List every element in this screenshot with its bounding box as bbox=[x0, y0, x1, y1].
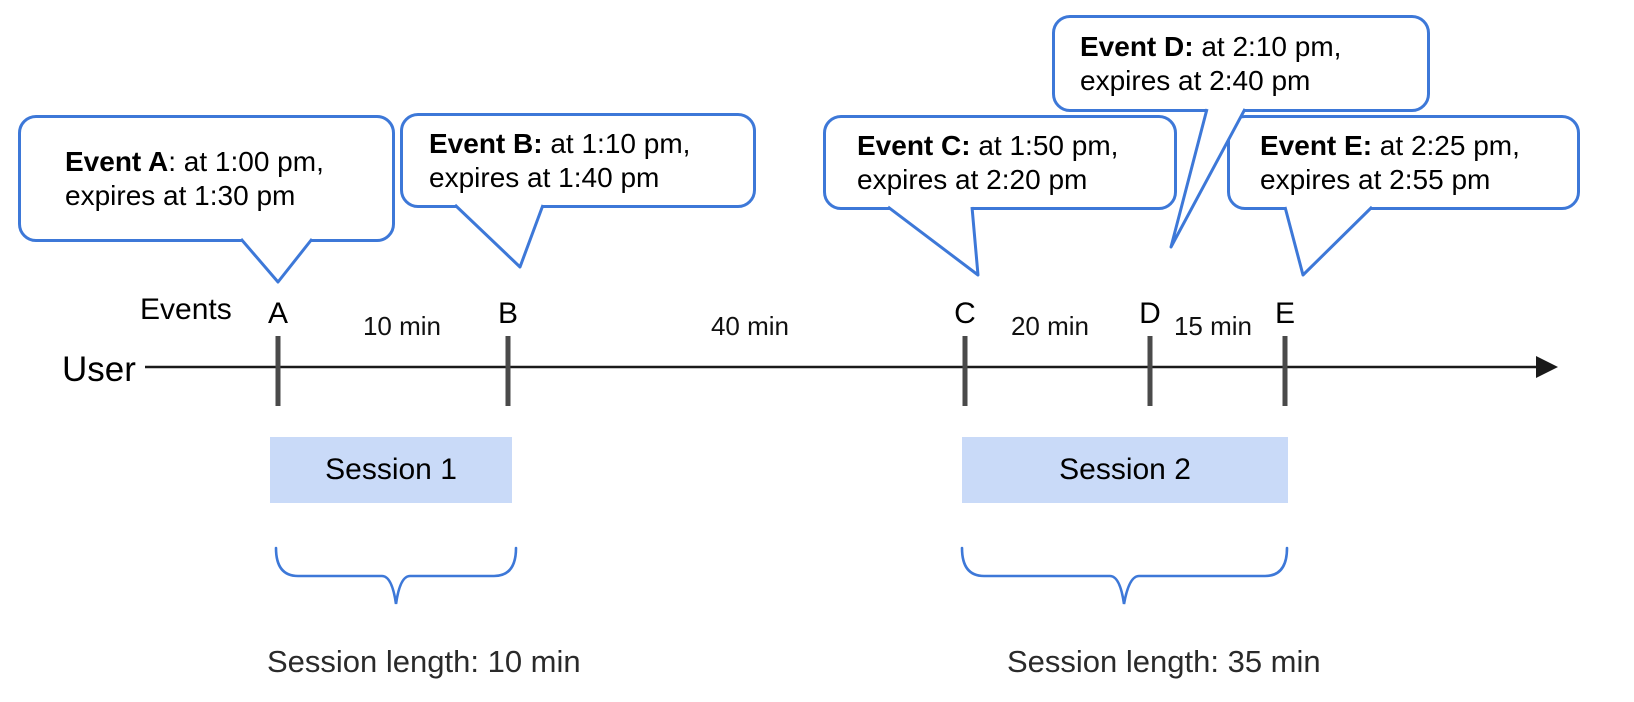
interval-label-d-e: 15 min bbox=[1173, 311, 1253, 341]
session-1-box: Session 1 bbox=[270, 437, 512, 503]
event-c-callout-tail bbox=[887, 205, 980, 277]
tick-event-e bbox=[1282, 336, 1288, 406]
events-axis-label: Events bbox=[140, 293, 232, 326]
event-c-name: Event C: bbox=[857, 129, 971, 161]
event-a-callout: Event A: at 1:00 pm, expires at 1:30 pm bbox=[18, 115, 395, 242]
interval-label-b-c: 40 min bbox=[710, 311, 790, 341]
event-a-line2: expires at 1:30 pm bbox=[65, 179, 296, 211]
event-a-time: : at 1:00 pm, bbox=[168, 145, 324, 177]
tick-event-a bbox=[275, 336, 281, 406]
session-2-box: Session 2 bbox=[962, 437, 1288, 503]
event-b-callout-tail bbox=[453, 203, 545, 269]
event-marker-e: E bbox=[1274, 297, 1295, 330]
session-2-brace bbox=[960, 546, 1289, 605]
tick-event-c bbox=[962, 336, 968, 406]
event-c-line1: Event C: at 1:50 pm, bbox=[857, 129, 1174, 163]
event-a-callout-tail bbox=[239, 238, 314, 284]
event-marker-b: B bbox=[497, 297, 518, 330]
event-b-line1: Event B: at 1:10 pm, bbox=[429, 127, 753, 161]
event-e-line1: Event E: at 2:25 pm, bbox=[1260, 129, 1577, 163]
user-axis-label: User bbox=[62, 350, 136, 389]
tick-event-b bbox=[505, 336, 511, 406]
event-e-callout-tail bbox=[1283, 205, 1374, 277]
session-1-length-caption: Session length: 10 min bbox=[267, 644, 581, 679]
event-c-line2: expires at 2:20 pm bbox=[857, 163, 1088, 195]
event-e-time: at 2:25 pm, bbox=[1372, 129, 1520, 161]
event-d-name: Event D: bbox=[1080, 30, 1194, 62]
event-b-name: Event B: bbox=[429, 127, 543, 159]
event-d-time: at 2:10 pm, bbox=[1193, 30, 1342, 62]
event-a-name: Event A bbox=[65, 145, 169, 177]
timeline-arrowhead-icon bbox=[1536, 356, 1558, 378]
event-d-line1: Event D: at 2:10 pm, bbox=[1080, 30, 1427, 64]
session-1-label: Session 1 bbox=[325, 453, 457, 486]
event-b-line2: expires at 1:40 pm bbox=[429, 161, 660, 193]
session-2-label: Session 2 bbox=[1059, 453, 1191, 486]
event-marker-c: C bbox=[954, 297, 976, 330]
event-e-name: Event E: bbox=[1260, 129, 1373, 161]
event-e-callout: Event E: at 2:25 pm, expires at 2:55 pm bbox=[1227, 115, 1580, 210]
tick-event-d bbox=[1147, 336, 1153, 406]
event-c-callout: Event C: at 1:50 pm, expires at 2:20 pm bbox=[823, 115, 1177, 210]
event-e-line2: expires at 2:55 pm bbox=[1260, 163, 1491, 195]
event-c-time: at 1:50 pm, bbox=[970, 129, 1119, 161]
event-b-callout: Event B: at 1:10 pm, expires at 1:40 pm bbox=[400, 113, 756, 208]
event-d-line2: expires at 2:40 pm bbox=[1080, 64, 1311, 96]
interval-label-c-d: 20 min bbox=[1010, 311, 1090, 341]
event-b-time: at 1:10 pm, bbox=[542, 127, 691, 159]
event-marker-d: D bbox=[1139, 297, 1161, 330]
session-2-length-caption: Session length: 35 min bbox=[1007, 644, 1321, 679]
interval-label-a-b: 10 min bbox=[362, 311, 442, 341]
event-a-line1: Event A: at 1:00 pm, bbox=[65, 145, 392, 179]
event-d-callout: Event D: at 2:10 pm, expires at 2:40 pm bbox=[1052, 15, 1430, 112]
session-1-brace bbox=[274, 546, 518, 605]
event-marker-a: A bbox=[267, 297, 288, 330]
